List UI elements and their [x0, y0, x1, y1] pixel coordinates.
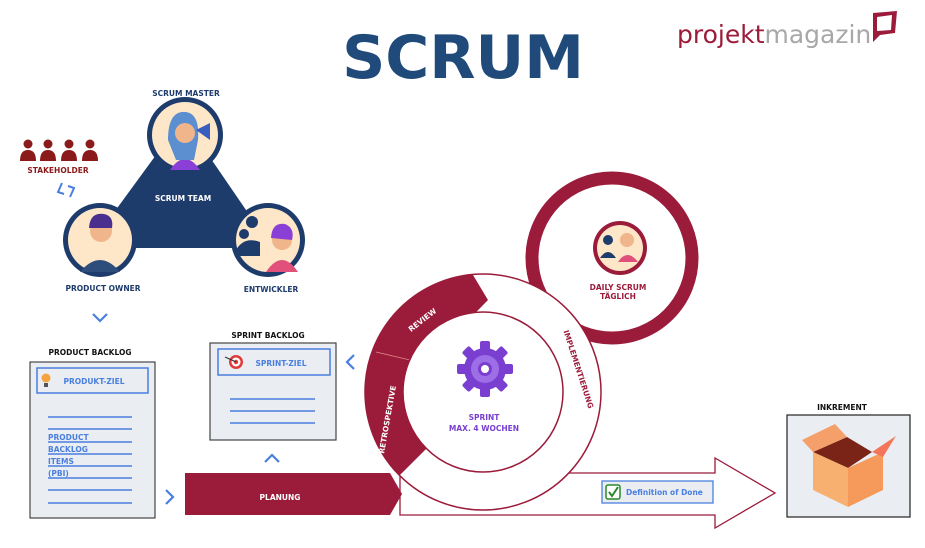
pbi-text-line: ITEMS [48, 457, 74, 466]
pbi-text-line: (PBI) [48, 469, 69, 478]
person-icon [61, 139, 77, 161]
stakeholder-label: STAKEHOLDER [27, 166, 88, 175]
daily-scrum-loop: DAILY SCRUM TÄGLICH [525, 171, 699, 345]
logo-part2: magazin [765, 20, 872, 49]
developers-avatar [231, 203, 305, 277]
scrum-team-triangle [88, 118, 272, 248]
product-owner-avatar [63, 203, 137, 277]
daily-scrum-avatar [593, 221, 647, 275]
target-icon [224, 355, 243, 369]
scrum-master-avatar [147, 97, 223, 173]
product-goal-label: PRODUKT-ZIEL [63, 377, 124, 386]
gear-icon [457, 341, 513, 397]
checkmark-icon [605, 484, 621, 500]
person-icon [82, 139, 98, 161]
lightbulb-icon [41, 373, 51, 387]
daily-scrum-frequency: TÄGLICH [600, 292, 636, 301]
person-icon [20, 139, 36, 161]
stakeholder-icons [20, 139, 98, 161]
sprint-goal-label: SPRINT-ZIEL [256, 359, 307, 368]
scrum-master-label: SCRUM MASTER [152, 89, 220, 98]
pbi-text-line: PRODUCT [48, 433, 89, 442]
projektmagazin-logo: projektmagazin [677, 11, 897, 49]
sprint-title: SPRINT [469, 413, 501, 422]
sprint-backlog-lines [230, 398, 315, 424]
backlog-lines [48, 416, 132, 504]
scrum-team-label: SCRUM TEAM [155, 194, 211, 203]
increment-title: INKREMENT [817, 403, 868, 412]
box-icon [802, 424, 896, 507]
developers-label: ENTWICKLER [244, 285, 299, 294]
review-retro-arc [365, 274, 488, 476]
planning-label: PLANUNG [260, 493, 301, 502]
sprint-cycle: REVIEW RETROSPEKTIVE IMPLEMENTIERUNG SPR… [364, 273, 602, 511]
svg-text:projektmagazin: projektmagazin [677, 20, 871, 49]
product-owner-label: PRODUCT OWNER [65, 284, 140, 293]
planning-bar [185, 473, 402, 515]
sprint-duration: MAX. 4 WOCHEN [449, 424, 519, 433]
pbi-text-line: BACKLOG [48, 445, 88, 454]
person-icon [40, 139, 56, 161]
exchange-arrows-icon [56, 182, 76, 198]
logo-part1: projekt [677, 20, 765, 49]
definition-of-done-box [601, 480, 714, 504]
sprint-backlog-title: SPRINT BACKLOG [231, 331, 304, 340]
product-goal-box [36, 367, 149, 394]
daily-scrum-label: DAILY SCRUM [590, 283, 647, 292]
chevron-left-icon [345, 354, 355, 370]
chevron-right-icon [165, 489, 175, 505]
chevron-up-icon [264, 453, 280, 463]
product-backlog-title: PRODUCT BACKLOG [48, 348, 131, 357]
page-title: SCRUM [342, 23, 584, 93]
chevron-down-icon [92, 313, 108, 323]
definition-of-done-label: Definition of Done [626, 488, 703, 497]
